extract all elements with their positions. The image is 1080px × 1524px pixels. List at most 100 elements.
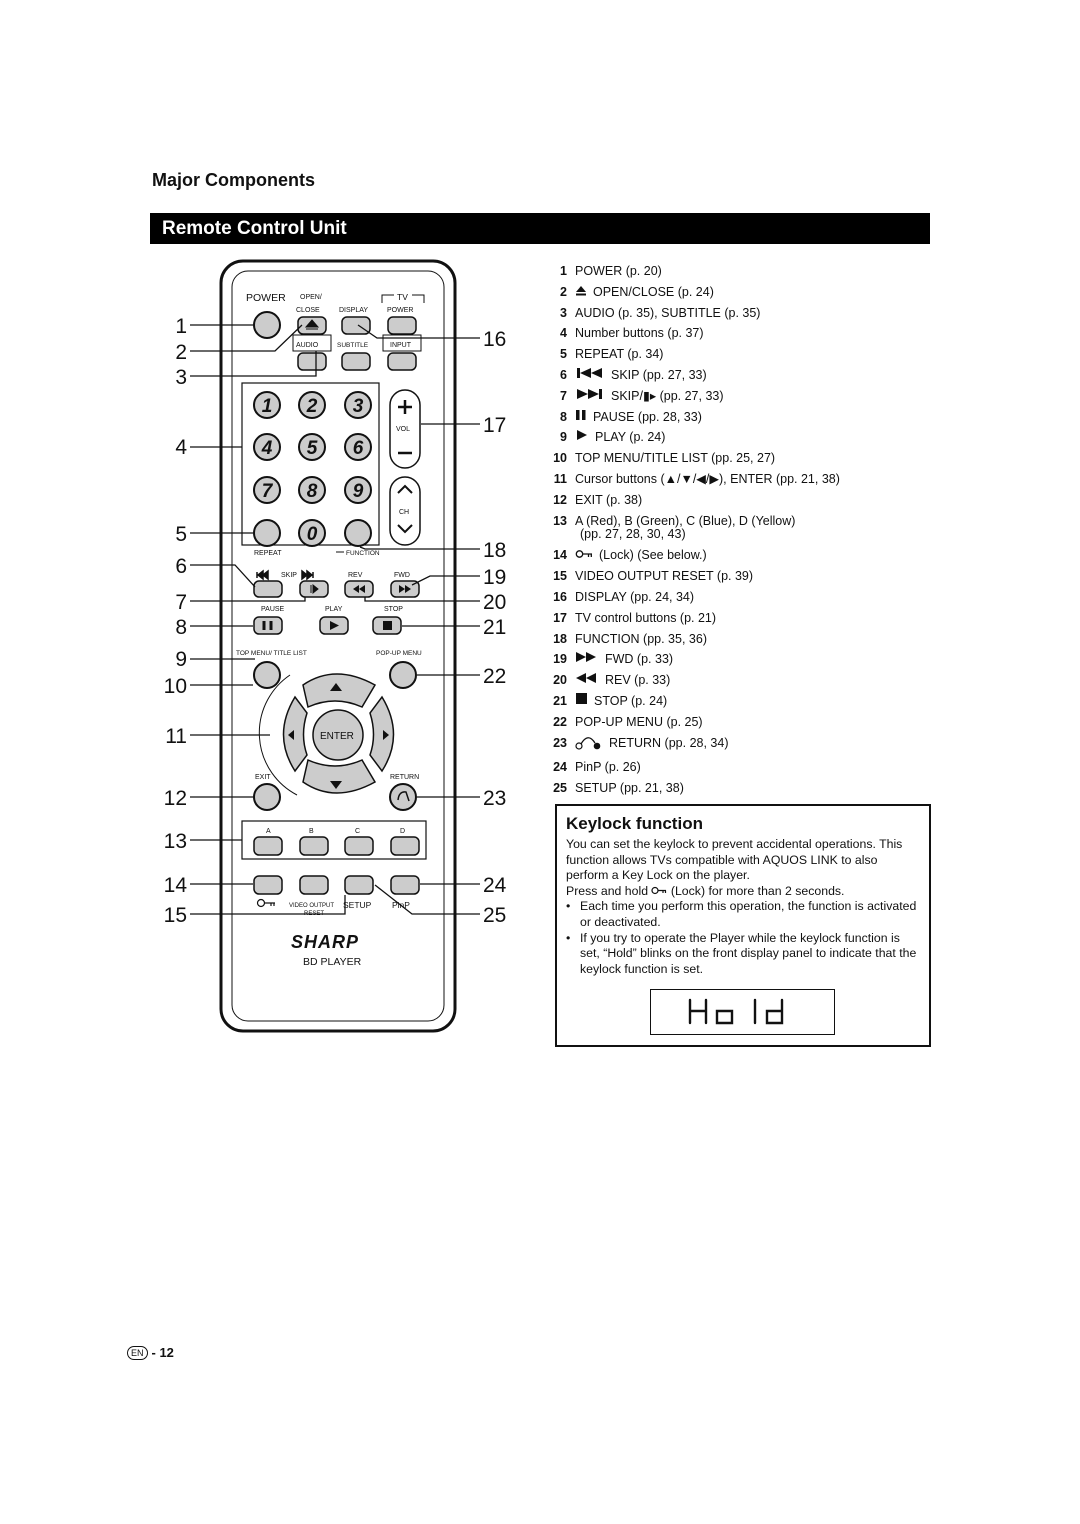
subtitle-button[interactable] xyxy=(341,352,371,371)
number-key-label: 2 xyxy=(306,396,318,417)
cursor-down-button[interactable] xyxy=(302,758,377,794)
number-key-label: 6 xyxy=(353,438,364,459)
number-key-8[interactable] xyxy=(298,476,326,504)
setup-button[interactable] xyxy=(344,875,374,895)
display-button[interactable] xyxy=(341,316,371,335)
cursor-left-button[interactable] xyxy=(282,695,308,773)
component-item: 14(Lock) (See below.) xyxy=(548,545,938,566)
skip-back-button[interactable] xyxy=(253,580,283,598)
language-badge: EN xyxy=(127,1345,148,1360)
subtitle-label: SUBTITLE xyxy=(337,342,369,349)
popup-menu-button[interactable] xyxy=(389,661,417,689)
callout-number: 12 xyxy=(164,787,187,810)
component-text: POP-UP MENU (p. 25) xyxy=(575,714,703,729)
ch-down-icon[interactable] xyxy=(397,524,413,534)
play-icon xyxy=(575,427,589,448)
repeat-button[interactable] xyxy=(253,519,281,547)
return-icon xyxy=(575,733,603,758)
component-text: POWER (p. 20) xyxy=(575,264,662,278)
number-key-1[interactable] xyxy=(253,391,281,419)
component-text: PLAY (p. 24) xyxy=(595,430,666,445)
remote-control-illustration: POWER OPEN/ CLOSE DISPLAY TV POWER AUDIO… xyxy=(164,259,507,1033)
return-button[interactable] xyxy=(389,783,417,811)
component-text: SKIP/▮▸ (pp. 27, 33) xyxy=(611,388,724,403)
vol-label: VOL xyxy=(396,426,410,433)
left-arrow-icon xyxy=(288,730,294,740)
number-key-3[interactable] xyxy=(344,391,372,419)
component-text: A (Red), B (Green), C (Blue), D (Yellow) xyxy=(575,513,796,528)
page-number: - 12 xyxy=(151,1345,174,1360)
open-label: OPEN/ xyxy=(300,294,322,301)
component-text: Number buttons (p. 37) xyxy=(575,326,704,341)
component-text: STOP (p. 24) xyxy=(594,693,668,708)
return-icon xyxy=(397,791,410,802)
audio-button[interactable] xyxy=(297,352,327,371)
tv-power-button[interactable] xyxy=(387,316,417,335)
rewind-icon xyxy=(353,585,365,593)
callout-number: 9 xyxy=(175,648,187,671)
number-key-label: 9 xyxy=(353,481,364,502)
repeat-label: REPEAT xyxy=(254,550,282,557)
number-key-7[interactable] xyxy=(253,476,281,504)
number-key-0[interactable] xyxy=(298,519,326,547)
component-text: PinP (p. 26) xyxy=(575,760,641,775)
callout-number: 15 xyxy=(164,904,187,927)
model-label: BD PLAYER xyxy=(303,956,362,968)
pause-button[interactable] xyxy=(253,616,283,635)
vol-up-icon[interactable] xyxy=(398,400,412,414)
eject-icon xyxy=(575,282,587,303)
component-text: Cursor buttons (▲/▼/◀/▶), ENTER (pp. 21,… xyxy=(575,471,840,486)
a-red-button[interactable] xyxy=(253,836,283,856)
exit-button[interactable] xyxy=(253,783,281,811)
lock-button[interactable] xyxy=(253,875,283,895)
ch-up-icon[interactable] xyxy=(397,484,413,494)
play-label: PLAY xyxy=(325,606,343,613)
d-yellow-button[interactable] xyxy=(390,836,420,856)
callout-number: 17 xyxy=(483,414,506,437)
skip-back-icon xyxy=(256,569,269,581)
b-label: B xyxy=(309,828,314,835)
callout-number: 19 xyxy=(483,566,506,589)
callout-number: 8 xyxy=(175,616,187,639)
top-menu-button[interactable] xyxy=(253,661,281,689)
number-key-4[interactable] xyxy=(253,433,281,461)
power-button[interactable] xyxy=(253,311,281,339)
tv-power-label: POWER xyxy=(387,307,413,314)
number-key-2[interactable] xyxy=(298,391,326,419)
input-button[interactable] xyxy=(387,352,417,371)
c-label: C xyxy=(355,828,360,835)
rev-label: REV xyxy=(348,572,363,579)
keylock-para-2: Press and hold (Lock) for more than 2 se… xyxy=(566,883,845,898)
up-arrow-icon xyxy=(330,683,342,691)
number-key-6[interactable] xyxy=(344,433,372,461)
keylock-para-1: You can set the keylock to prevent accid… xyxy=(566,837,903,883)
number-key-5[interactable] xyxy=(298,433,326,461)
b-green-button[interactable] xyxy=(299,836,329,856)
cursor-right-button[interactable] xyxy=(369,695,395,773)
key-icon xyxy=(256,898,275,908)
c-blue-button[interactable] xyxy=(344,836,374,856)
pinp-button[interactable] xyxy=(390,875,420,895)
keylock-bullet: •If you try to operate the Player while … xyxy=(566,930,917,976)
callout-number: 22 xyxy=(483,665,506,688)
function-button[interactable] xyxy=(344,519,372,547)
stop-icon xyxy=(383,621,392,630)
enter-button[interactable] xyxy=(312,709,364,761)
down-arrow-icon xyxy=(330,781,342,789)
callout-number: 11 xyxy=(165,725,187,748)
video-output-reset-button[interactable] xyxy=(299,875,329,895)
skip-back-icon xyxy=(575,365,605,386)
number-key-9[interactable] xyxy=(344,476,372,504)
close-label: CLOSE xyxy=(296,307,320,314)
